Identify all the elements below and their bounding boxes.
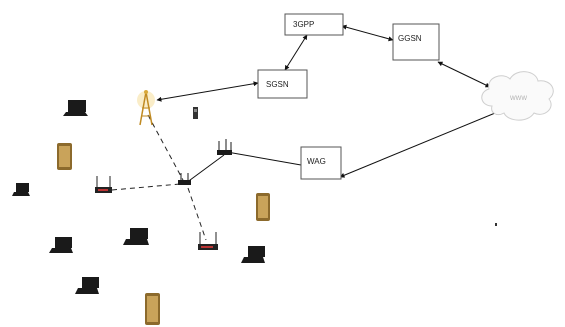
sgsn-node: SGSN — [257, 69, 308, 99]
ggsn-node: GGSN — [392, 23, 440, 61]
3gpp-node: 3GPP — [284, 13, 344, 36]
link-hub-router — [187, 187, 207, 241]
link-router-hub — [111, 183, 181, 191]
link-tower-hub — [147, 114, 184, 181]
laptop-icon — [63, 100, 88, 116]
internet-cloud-icon: WWW — [481, 71, 554, 121]
laptop-icon — [12, 183, 30, 196]
connections — [156, 24, 501, 184]
laptop-icon — [241, 246, 265, 263]
3gpp-label: 3GPP — [293, 20, 314, 29]
cell-tower-icon — [137, 90, 155, 126]
link-ggsn-cloud — [437, 61, 491, 88]
link-3gpp-sgsn — [284, 34, 308, 71]
stray-mark — [495, 223, 497, 226]
link-ap-hub — [185, 154, 225, 184]
wag-label: WAG — [307, 157, 326, 166]
laptop-icon — [75, 277, 99, 294]
smartphone-icon — [256, 193, 270, 221]
laptop-icon — [49, 237, 73, 253]
link-sgsn-tower — [156, 81, 259, 102]
dashed-links — [111, 114, 207, 241]
laptop-icon — [123, 228, 149, 245]
wifi-router-icon — [198, 232, 218, 250]
smartphone-icon — [145, 293, 160, 325]
sgsn-label: SGSN — [266, 80, 289, 89]
hub-router-icon — [178, 173, 191, 185]
wag-node: WAG — [300, 146, 342, 180]
small-device-icon — [193, 107, 198, 119]
link-3gpp-ggsn — [341, 24, 394, 42]
link-ap-wag — [226, 151, 302, 166]
wifi-router-icon — [95, 176, 112, 193]
ggsn-label: GGSN — [398, 34, 422, 43]
cloud-label: WWW — [510, 96, 527, 102]
wifi-router-icon — [217, 139, 232, 155]
link-cloud-wag — [339, 110, 501, 178]
smartphone-icon — [57, 143, 72, 170]
